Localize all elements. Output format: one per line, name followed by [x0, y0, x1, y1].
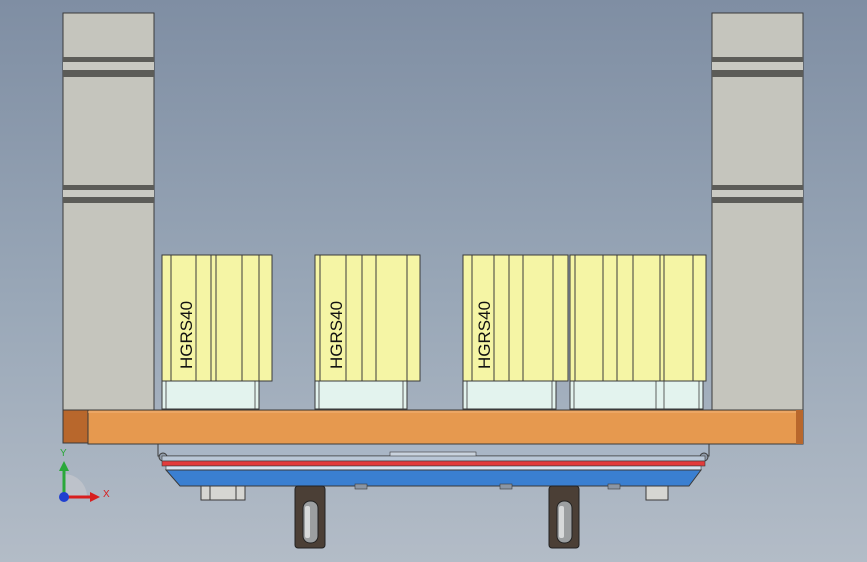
fitting-left	[200, 485, 246, 501]
linear-block-3-label: HGRS40	[475, 301, 494, 369]
linear-block-1: HGRS40	[161, 254, 273, 410]
left-support-column	[62, 12, 155, 444]
linear-block-2-label: HGRS40	[327, 301, 346, 369]
base-plate	[87, 409, 804, 445]
x-axis-label: X	[103, 489, 110, 500]
coordinate-triad: Y X	[59, 448, 110, 502]
linear-block-4	[569, 254, 707, 410]
right-support-column	[711, 12, 804, 411]
linear-block-3: HGRS40	[462, 254, 569, 410]
y-axis-label: Y	[60, 448, 67, 459]
fitting-right	[645, 485, 669, 501]
carrier-plate	[157, 443, 710, 490]
linear-block-2: HGRS40	[314, 254, 421, 410]
roller-left	[294, 485, 326, 549]
linear-block-1-label: HGRS40	[177, 301, 196, 369]
roller-right	[548, 485, 580, 549]
